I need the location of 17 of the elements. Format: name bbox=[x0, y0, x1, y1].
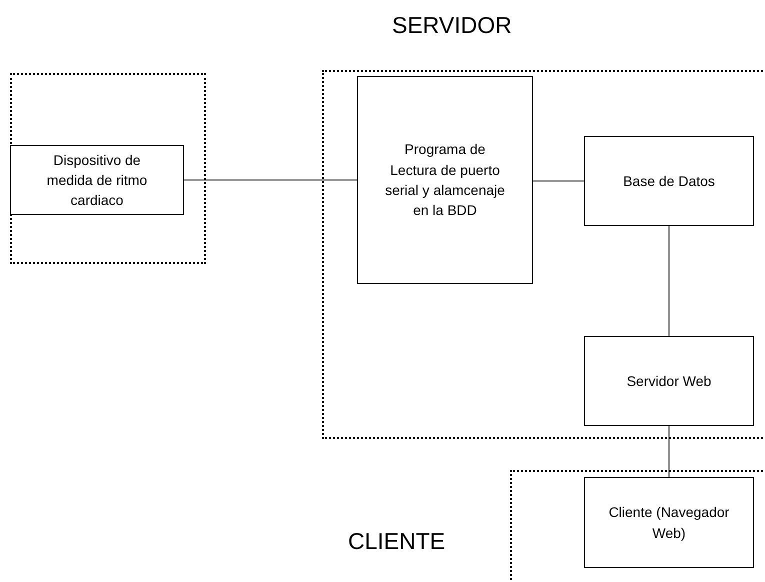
box-label: Base de Datos bbox=[623, 172, 715, 191]
connector-line bbox=[668, 426, 670, 477]
process-box bbox=[10, 145, 184, 215]
box-label: Cliente (Navegador Web) bbox=[608, 503, 730, 543]
box-label: Programa de Lectura de puerto serial y alamcenaje en la BDD bbox=[384, 140, 506, 220]
connector-line bbox=[533, 180, 584, 182]
region-heading: SERVIDOR bbox=[392, 12, 512, 39]
process-box bbox=[357, 76, 533, 284]
connector-line bbox=[184, 179, 357, 181]
process-box bbox=[584, 136, 754, 226]
process-box bbox=[584, 336, 754, 426]
box-label: Dispositivo de medida de ritmo cardiaco bbox=[46, 150, 148, 210]
connector-line bbox=[668, 226, 670, 336]
box-label: Servidor Web bbox=[626, 372, 712, 391]
region-heading: CLIENTE bbox=[348, 528, 446, 555]
process-box bbox=[584, 477, 754, 568]
dotted-region bbox=[10, 73, 206, 264]
